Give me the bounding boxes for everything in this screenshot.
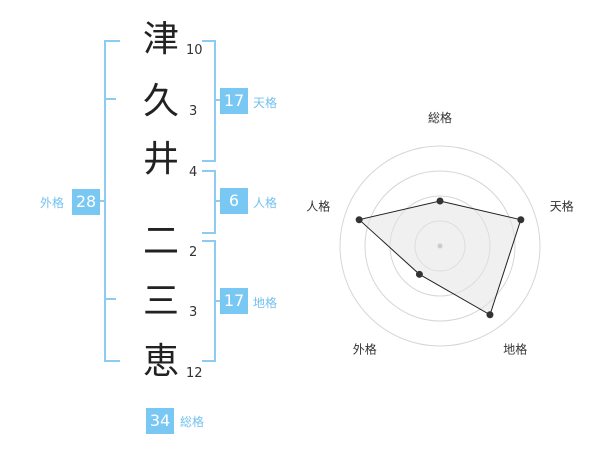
jinkaku-connector bbox=[214, 200, 222, 202]
radar-axis-label-1: 総格 bbox=[428, 110, 452, 125]
tenkaku-bracket bbox=[202, 40, 216, 162]
stroke-count-5: 3 bbox=[189, 305, 198, 320]
gaikaku-bracket-tick bbox=[106, 298, 116, 300]
jinkaku-label: 人格 bbox=[253, 196, 278, 210]
radar-axis-label-2: 天格 bbox=[550, 198, 574, 213]
radar-area bbox=[358, 200, 522, 316]
chikaku-badge: 17 bbox=[220, 288, 248, 314]
radar-ring bbox=[339, 145, 541, 347]
radar-point-5 bbox=[355, 216, 363, 224]
stroke-count-2: 3 bbox=[189, 104, 198, 119]
tenkaku-badge: 17 bbox=[220, 88, 248, 114]
radar-axis-label-4: 外格 bbox=[353, 342, 377, 357]
stroke-count-4: 2 bbox=[189, 245, 198, 260]
gaikaku-label: 外格 bbox=[40, 196, 65, 210]
radar-ring bbox=[364, 170, 516, 322]
jinkaku-bracket bbox=[202, 170, 216, 234]
radar-point-3 bbox=[486, 311, 494, 319]
radar-point-2 bbox=[517, 216, 525, 224]
stroke-count-3: 4 bbox=[189, 165, 198, 180]
gaikaku-bracket bbox=[104, 40, 120, 362]
tenkaku-label: 天格 bbox=[253, 96, 278, 110]
name-char-6: 恵 bbox=[142, 341, 179, 382]
radar-center-dot bbox=[437, 243, 443, 249]
gaikaku-bracket-tick bbox=[106, 98, 116, 100]
soukaku-badge: 34 bbox=[146, 408, 174, 434]
name-char-5: 三 bbox=[142, 281, 179, 322]
gaikaku-connector bbox=[96, 200, 104, 202]
name-char-4: 二 bbox=[142, 221, 179, 262]
gaikaku-badge: 28 bbox=[72, 189, 100, 215]
chikaku-connector bbox=[214, 300, 222, 302]
name-char-2: 久 bbox=[142, 81, 179, 122]
stroke-count-6: 12 bbox=[186, 366, 203, 381]
radar-point-4 bbox=[415, 270, 423, 278]
tenkaku-connector bbox=[214, 99, 222, 101]
name-char-1: 津 bbox=[142, 19, 179, 60]
stroke-count-1: 10 bbox=[186, 43, 203, 58]
radar-points bbox=[355, 197, 525, 319]
radar-axis-label-3: 地格 bbox=[503, 342, 527, 357]
radar-point-1 bbox=[436, 197, 444, 205]
soukaku-label: 総格 bbox=[180, 415, 205, 429]
radar-axis-label-5: 人格 bbox=[306, 198, 330, 213]
chikaku-label: 地格 bbox=[253, 296, 278, 310]
name-char-3: 井 bbox=[142, 139, 179, 180]
jinkaku-badge: 6 bbox=[220, 188, 248, 214]
